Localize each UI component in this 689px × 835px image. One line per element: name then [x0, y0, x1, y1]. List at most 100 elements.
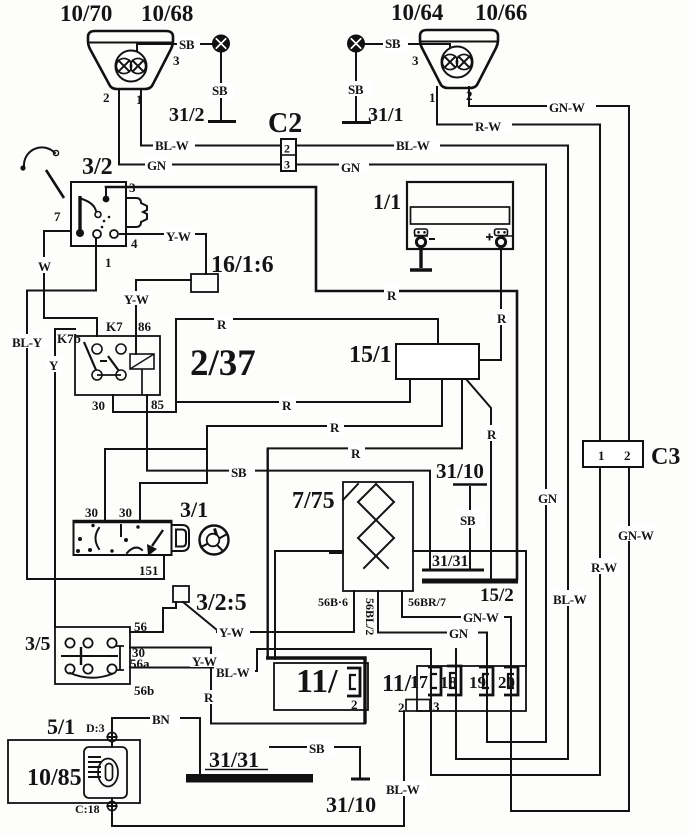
- svg-text:31/31: 31/31: [432, 553, 468, 570]
- svg-text:BL-W: BL-W: [155, 138, 189, 153]
- svg-text:86: 86: [138, 319, 152, 334]
- svg-text:56b: 56b: [134, 683, 154, 698]
- svg-text:2: 2: [284, 142, 290, 156]
- svg-text:SB: SB: [348, 82, 364, 97]
- svg-text:3: 3: [433, 699, 440, 714]
- svg-text:3/5: 3/5: [25, 633, 51, 655]
- svg-text:R: R: [282, 398, 292, 413]
- svg-text:56B·6: 56B·6: [318, 595, 348, 609]
- svg-text:BL-W: BL-W: [216, 665, 250, 680]
- svg-text:18: 18: [440, 673, 457, 692]
- svg-text:31/1: 31/1: [368, 104, 404, 126]
- svg-text:56: 56: [134, 619, 148, 634]
- svg-text:GN-W: GN-W: [549, 100, 585, 115]
- svg-text:SB: SB: [460, 513, 476, 528]
- svg-text:C:18: C:18: [75, 802, 100, 816]
- svg-text:16/1:6: 16/1:6: [211, 252, 274, 278]
- svg-text:2: 2: [466, 88, 473, 103]
- svg-text:31/10: 31/10: [436, 459, 484, 483]
- svg-text:SB: SB: [231, 465, 247, 480]
- svg-text:1: 1: [598, 448, 605, 463]
- svg-text:30: 30: [119, 505, 132, 520]
- svg-text:3: 3: [284, 158, 290, 172]
- svg-text:3/2:5: 3/2:5: [196, 590, 247, 616]
- svg-text:20: 20: [498, 673, 515, 692]
- svg-text:BL-W: BL-W: [553, 592, 587, 607]
- svg-text:3/2: 3/2: [82, 154, 113, 180]
- svg-text:11/: 11/: [296, 663, 338, 700]
- svg-text:R: R: [497, 311, 507, 326]
- svg-text:GN: GN: [341, 160, 361, 175]
- svg-text:3: 3: [129, 180, 136, 195]
- svg-text:R-W: R-W: [475, 119, 501, 134]
- svg-text:2/37: 2/37: [190, 343, 256, 384]
- svg-text:R: R: [217, 317, 227, 332]
- svg-text:R-W: R-W: [591, 560, 617, 575]
- svg-text:7: 7: [54, 209, 61, 224]
- svg-text:85: 85: [151, 397, 165, 412]
- svg-text:GN: GN: [538, 491, 558, 506]
- svg-text:1: 1: [429, 90, 436, 105]
- svg-text:GN-W: GN-W: [618, 528, 654, 543]
- svg-text:30: 30: [132, 645, 145, 660]
- svg-text:3: 3: [412, 53, 419, 68]
- svg-text:31/31: 31/31: [209, 747, 259, 772]
- svg-text:3/1: 3/1: [180, 497, 208, 522]
- svg-text:Y-W: Y-W: [192, 654, 217, 669]
- svg-text:151: 151: [139, 563, 159, 578]
- svg-text:1: 1: [105, 255, 112, 270]
- svg-text:56a: 56a: [130, 656, 150, 671]
- svg-text:10/68: 10/68: [141, 1, 193, 26]
- svg-text:10/66: 10/66: [475, 0, 527, 25]
- svg-text:15/1: 15/1: [349, 342, 392, 368]
- svg-text:1: 1: [136, 92, 143, 107]
- svg-text:BL-W: BL-W: [386, 782, 420, 797]
- svg-text:K7b: K7b: [57, 331, 81, 346]
- svg-text:10/64: 10/64: [391, 0, 444, 25]
- svg-text:5/1: 5/1: [47, 714, 75, 739]
- svg-text:3: 3: [173, 53, 180, 68]
- svg-text:GN-W: GN-W: [463, 610, 499, 625]
- svg-text:7/75: 7/75: [292, 488, 335, 514]
- svg-text:R: R: [351, 446, 361, 461]
- svg-text:56BR/7: 56BR/7: [408, 595, 446, 609]
- svg-text:R: R: [330, 420, 340, 435]
- svg-text:17: 17: [410, 672, 428, 692]
- svg-text:C3: C3: [651, 444, 680, 470]
- svg-text:W: W: [38, 259, 51, 274]
- svg-text:R: R: [387, 288, 397, 303]
- svg-text:GN: GN: [449, 626, 469, 641]
- svg-text:Y-W: Y-W: [166, 229, 191, 244]
- svg-text:2: 2: [103, 90, 110, 105]
- svg-text:Y: Y: [49, 358, 59, 373]
- svg-text:11/: 11/: [382, 671, 412, 697]
- svg-text:30: 30: [92, 398, 105, 413]
- svg-text:10/85: 10/85: [27, 765, 82, 791]
- svg-text:R: R: [204, 690, 214, 705]
- svg-text:R: R: [487, 427, 497, 442]
- svg-text:10/70: 10/70: [60, 1, 112, 26]
- svg-text:GN: GN: [147, 158, 167, 173]
- svg-text:BN: BN: [152, 712, 170, 727]
- svg-text:56BL/2: 56BL/2: [363, 598, 377, 635]
- svg-text:Y-W: Y-W: [124, 292, 149, 307]
- svg-text:2: 2: [398, 700, 405, 715]
- svg-text:4: 4: [131, 236, 138, 251]
- svg-text:K7: K7: [106, 319, 123, 334]
- svg-text:31/10: 31/10: [326, 792, 376, 817]
- svg-text:D:3: D:3: [86, 721, 105, 735]
- svg-text:C2: C2: [268, 108, 302, 139]
- svg-text:30: 30: [85, 505, 98, 520]
- svg-text:SB: SB: [309, 741, 325, 756]
- svg-text:2: 2: [351, 697, 358, 712]
- svg-text:1/1: 1/1: [373, 189, 401, 214]
- svg-text:SB: SB: [385, 36, 401, 51]
- svg-text:15/2: 15/2: [480, 585, 514, 606]
- svg-text:2: 2: [624, 448, 631, 463]
- svg-text:BL-Y: BL-Y: [12, 335, 43, 350]
- svg-text:BL-W: BL-W: [396, 138, 430, 153]
- svg-text:SB: SB: [212, 83, 228, 98]
- svg-text:31/2: 31/2: [169, 104, 205, 126]
- svg-text:19: 19: [469, 673, 486, 692]
- svg-text:SB: SB: [179, 37, 195, 52]
